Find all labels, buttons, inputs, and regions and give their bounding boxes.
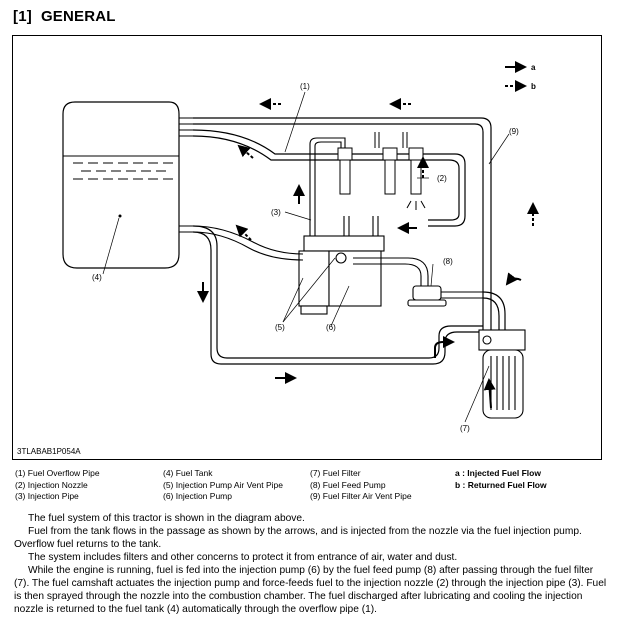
injection-nozzles bbox=[337, 132, 426, 210]
arrow-key: a b bbox=[505, 61, 536, 92]
air-vent-pipe bbox=[192, 225, 429, 286]
legend-column-2: (4) Fuel Tank (5) Injection Pump Air Ven… bbox=[163, 468, 283, 503]
label-5: (5) bbox=[275, 323, 285, 332]
description-paragraph: While the engine is running, fuel is fed… bbox=[14, 565, 607, 615]
legend-column-1: (1) Fuel Overflow Pipe (2) Injection Noz… bbox=[15, 468, 100, 503]
injection-pump bbox=[298, 235, 385, 315]
overflow-pipe bbox=[192, 117, 492, 334]
fuel-system-diagram: a b (1) (2) (3) (4) (5) (6) (7) (8) (9 bbox=[12, 35, 602, 460]
key-a: a bbox=[531, 63, 536, 72]
flow-arrows bbox=[197, 98, 539, 409]
label-8: (8) bbox=[443, 257, 453, 266]
callout-labels: (1) (2) (3) (4) (5) (6) (7) (8) (9) bbox=[92, 82, 519, 433]
description-paragraph: The fuel system of this tractor is shown… bbox=[28, 513, 305, 524]
fuel-feed-pump bbox=[407, 285, 483, 307]
label-9: (9) bbox=[509, 127, 519, 136]
section-title: GENERAL bbox=[40, 8, 116, 25]
fuel-tank bbox=[62, 101, 193, 269]
label-2: (2) bbox=[437, 174, 447, 183]
label-4: (4) bbox=[92, 273, 102, 282]
legend-arrow-key: a : Injected Fuel Flow b : Returned Fuel… bbox=[455, 468, 547, 491]
section-heading: [1] GENERAL bbox=[13, 8, 116, 25]
legend-item: (5) Injection Pump Air Vent Pipe bbox=[163, 479, 284, 490]
legend-item-returned-flow: b : Returned Fuel Flow bbox=[455, 479, 547, 490]
legend-item: (4) Fuel Tank bbox=[163, 468, 213, 478]
label-7: (7) bbox=[460, 424, 470, 433]
section-number: [1] bbox=[13, 8, 32, 25]
description: The fuel system of this tractor is shown… bbox=[14, 512, 610, 616]
legend-item: (9) Fuel Filter Air Vent Pipe bbox=[310, 491, 412, 501]
legend-item: (3) Injection Pipe bbox=[15, 491, 79, 501]
label-6: (6) bbox=[326, 323, 336, 332]
legend-item: (7) Fuel Filter bbox=[310, 468, 361, 478]
label-1: (1) bbox=[300, 82, 310, 91]
legend-column-3: (7) Fuel Filter (8) Fuel Feed Pump (9) F… bbox=[310, 468, 412, 503]
legend-item: (1) Fuel Overflow Pipe bbox=[15, 468, 100, 478]
description-paragraph: Fuel from the tank flows in the passage … bbox=[14, 526, 582, 550]
leader-lines bbox=[102, 91, 510, 423]
legend-item: (2) Injection Nozzle bbox=[15, 479, 88, 490]
legend-item: (6) Injection Pump bbox=[163, 491, 232, 501]
label-3: (3) bbox=[271, 208, 281, 217]
legend-item-injected-flow: a : Injected Fuel Flow bbox=[455, 468, 541, 478]
key-b: b bbox=[531, 82, 536, 91]
legend-item: (8) Fuel Feed Pump bbox=[310, 479, 386, 490]
injection-pipes bbox=[309, 137, 379, 236]
description-paragraph: The system includes filters and other co… bbox=[28, 552, 458, 563]
diagram-drawing: a b (1) (2) (3) (4) (5) (6) (7) (8) (9 bbox=[62, 61, 539, 433]
figure-code: 3TLABAB1P054A bbox=[17, 447, 81, 456]
